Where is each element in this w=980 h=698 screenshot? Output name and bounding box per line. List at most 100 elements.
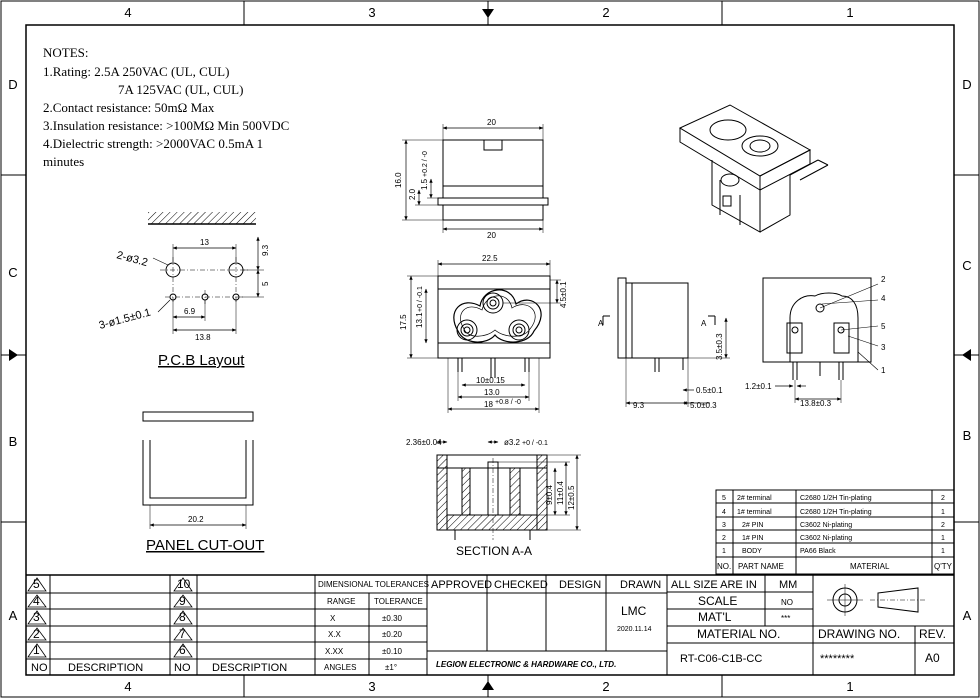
rear-dim-13-8: 13.8±0.3 <box>800 399 832 408</box>
notes-block: NOTES: 1.Rating: 2.5A 250VAC (UL, CUL) 7… <box>43 45 289 169</box>
tol-range-xx: X.X <box>328 630 342 639</box>
zone-row-a-right: A <box>963 608 972 623</box>
note-line-5: 4.Dielectric strength: >2000VAC 0.5mA 1 <box>43 136 263 151</box>
section-dim-12: 12±0.5 <box>567 485 576 510</box>
section-labels: 2.36±0.04 ø3.2 +0 / -0.1 9±0.4 11±0.4 12… <box>406 438 576 558</box>
zone-col-2-bottom: 2 <box>602 679 609 694</box>
section-dim-3-2: ø3.2 <box>504 438 521 447</box>
top-view-labels: 20 20 16.0 2.0 1.5 +0.2 / -0 <box>394 118 496 240</box>
design-header: DESIGN <box>559 579 601 591</box>
material-no-label: MATERIAL NO. <box>697 627 780 641</box>
drawn-header: DRAWN <box>620 579 661 591</box>
matl-value: *** <box>781 614 790 623</box>
note-line-1: 1.Rating: 2.5A 250VAC (UL, CUL) <box>43 64 229 79</box>
section-dim-9: 9±0.4 <box>545 484 554 505</box>
units-value: MM <box>779 579 797 591</box>
bom-row-qty: 2 <box>941 522 945 529</box>
rev-left-2: 2 <box>33 627 40 641</box>
note-line-6: minutes <box>43 154 84 169</box>
bom-row-no: 1 <box>722 548 726 555</box>
bom-row-no: 2 <box>722 535 726 542</box>
side-dim-3-5: 3.5±0.3 <box>715 333 724 360</box>
rev-right-8: 8 <box>179 610 186 624</box>
rev-right-10: 10 <box>177 577 191 591</box>
zone-col-1-top: 1 <box>846 5 853 20</box>
zone-col-1-bottom: 1 <box>846 679 853 694</box>
front-dim-13-1-tol: +0 / -0.1 <box>417 286 424 312</box>
section-a-a <box>436 440 581 540</box>
panel-labels: 20.2 PANEL CUT-OUT <box>146 515 264 554</box>
section-dim-3-2-tol: +0 / -0.1 <box>522 440 548 447</box>
side-section-a-right: A <box>701 319 707 328</box>
bom-rows: 5 2# terminal C2680 1/2H Tin-plating 2 4… <box>722 495 945 555</box>
bom-row-material: C3602 Ni-plating <box>800 535 852 542</box>
tol-tolerance-header: TOLERANCE <box>374 597 423 606</box>
rev-right-description-header: DESCRIPTION <box>212 662 287 674</box>
tol-value-angles: ±1° <box>385 663 397 672</box>
zone-col-4-top: 4 <box>124 5 131 20</box>
front-dim-13-1: 13.1 <box>415 312 424 328</box>
zone-col-4-bottom: 4 <box>124 679 131 694</box>
top-dim-2-0: 2.0 <box>408 188 417 200</box>
tol-range-xxx: X.XX <box>325 647 344 656</box>
bom-row-no: 4 <box>722 509 726 516</box>
rear-callout-4: 4 <box>881 294 886 303</box>
bom-row-material: PA66 Black <box>800 548 836 555</box>
iso-view <box>678 104 829 233</box>
front-dim-10: 10±0.15 <box>476 376 505 385</box>
pcb-dim-5: 5 <box>261 281 270 286</box>
zone-col-3-top: 3 <box>368 5 375 20</box>
pcb-layout <box>148 212 264 334</box>
rear-dim-1-2: 1.2±0.1 <box>745 382 772 391</box>
panel-cutout <box>142 411 254 529</box>
bom-header-material: MATERIAL <box>850 562 890 571</box>
rear-callout-1: 1 <box>881 366 886 375</box>
top-dim-1-5: 1.5 <box>420 178 429 190</box>
bom-row-qty: 2 <box>941 495 945 502</box>
side-dim-9-3: 9.3 <box>633 401 645 410</box>
rev-value: A0 <box>925 651 940 665</box>
side-view-labels: A A 3.5±0.3 0.5±0.1 9.3 5.0±0.3 <box>598 319 724 410</box>
zone-col-3-bottom: 3 <box>368 679 375 694</box>
scale-value: NO <box>781 598 793 607</box>
tol-range-x: X <box>330 614 336 623</box>
rev-left-3: 3 <box>33 610 40 624</box>
note-line-3: 2.Contact resistance: 50mΩ Max <box>43 100 215 115</box>
bom-row-material: C3602 Ni-plating <box>800 522 852 529</box>
bom-row-part: 1# PIN <box>742 535 763 542</box>
front-dim-height: 17.5 <box>399 314 408 330</box>
pcb-dim-13: 13 <box>200 238 209 247</box>
bom-headers: NO. PART NAME MATERIAL Q'TY <box>717 562 953 571</box>
drawing-no-value: ******** <box>820 653 855 665</box>
bom-row-part: 2# terminal <box>737 495 772 502</box>
zone-row-d-right: D <box>962 77 971 92</box>
bom-row-no: 5 <box>722 495 726 502</box>
bom-header-no: NO. <box>717 562 731 571</box>
side-dim-0-5: 0.5±0.1 <box>696 386 723 395</box>
rear-view-labels: 2 4 5 3 1 1.2±0.1 13.8±0.3 <box>745 275 886 408</box>
tol-range-header: RANGE <box>327 597 355 606</box>
size-units-label: ALL SIZE ARE IN <box>671 579 757 591</box>
pcb-hole-large-label: 2-ø3.2 <box>115 249 149 269</box>
section-dim-2-36: 2.36±0.04 <box>406 438 442 447</box>
zone-row-b-left: B <box>9 434 18 449</box>
pcb-dim-6-9: 6.9 <box>184 307 196 316</box>
drawn-by: LMC <box>621 604 647 618</box>
top-dim-width-bottom: 20 <box>487 231 496 240</box>
bom-row-material: C2680 1/2H Tin-plating <box>800 495 872 502</box>
rev-label: REV. <box>919 627 946 641</box>
material-no-value: RT-C06-C1B-CC <box>680 653 762 665</box>
revision-triangles <box>27 577 193 658</box>
bom-header-part-name: PART NAME <box>738 562 784 571</box>
zone-row-d-left: D <box>8 77 17 92</box>
side-dim-5-0: 5.0±0.3 <box>690 401 717 410</box>
company-name: LEGION ELECTRONIC & HARDWARE CO., LTD. <box>436 660 616 669</box>
front-dim-18: 18 <box>484 400 493 409</box>
side-view <box>602 277 730 407</box>
top-dim-1-5-tol: +0.2 / -0 <box>422 151 429 177</box>
zone-row-c-left: C <box>8 265 17 280</box>
front-dim-4-5: 4.5±0.1 <box>559 281 568 308</box>
bom-row-qty: 1 <box>941 548 945 555</box>
note-line-2: 7A 125VAC (UL, CUL) <box>118 82 243 97</box>
bom-row-qty: 1 <box>941 535 945 542</box>
